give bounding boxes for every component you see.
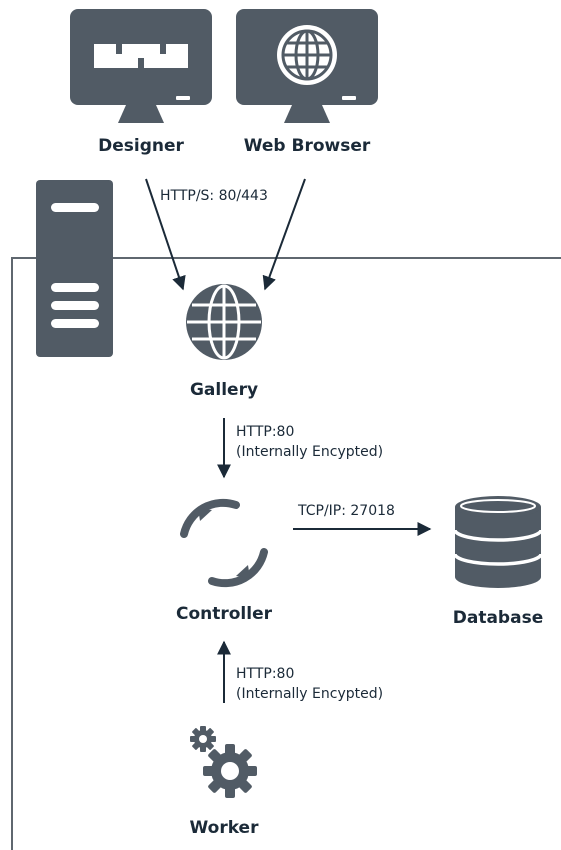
clients-connection-label: HTTP/S: 80/443: [160, 188, 268, 204]
worker-controller-label-line2: (Internally Encypted): [236, 686, 383, 702]
gears-icon: [190, 726, 257, 798]
designer-to-gallery-arrow: [145, 178, 186, 291]
server-tower-icon: [36, 180, 113, 357]
controller-label: Controller: [176, 604, 273, 624]
web-browser-label: Web Browser: [244, 136, 371, 156]
gallery-controller-label-line1: HTTP:80: [236, 424, 294, 440]
refresh-cycle-icon: [180, 498, 268, 588]
gallery-label: Gallery: [190, 380, 258, 400]
worker-label: Worker: [190, 818, 260, 838]
monitor-globe-icon: [236, 9, 378, 123]
browser-to-gallery-arrow: [262, 178, 306, 291]
worker-controller-label-line1: HTTP:80: [236, 666, 294, 682]
designer-label: Designer: [98, 136, 184, 156]
globe-icon: [186, 284, 262, 360]
database-icon: [453, 496, 543, 588]
controller-database-label: TCP/IP: 27018: [297, 503, 395, 519]
monitor-app-icon: [70, 9, 212, 123]
server-boundary: [11, 257, 561, 850]
gallery-controller-label-line2: (Internally Encypted): [236, 444, 383, 460]
database-label: Database: [453, 608, 543, 628]
